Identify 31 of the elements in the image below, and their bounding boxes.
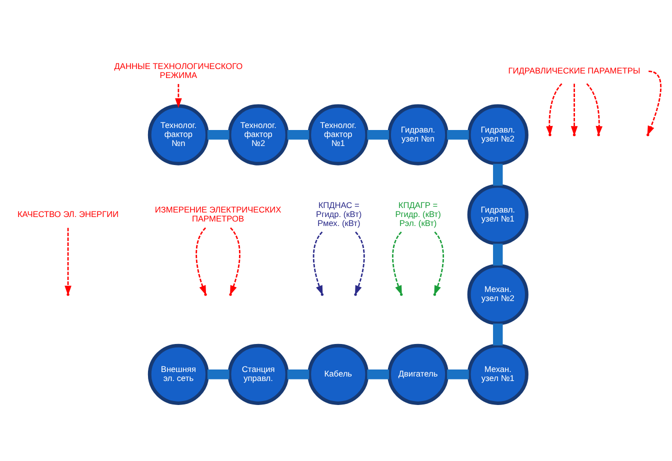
connector xyxy=(207,369,230,379)
node-circle: Гидравл. узел №2 xyxy=(467,104,528,165)
node-text: ГИДРАВЛИЧЕСКИЕ ПАРАМЕТРЫ xyxy=(508,64,640,75)
node-text: КАЧЕСТВО ЭЛ. ЭНЕРГИИ xyxy=(17,208,119,218)
arrow xyxy=(312,231,323,295)
node-circle: Кабель xyxy=(308,343,369,404)
arrow xyxy=(175,83,182,108)
node-text: КПДАГР = Pгидр. (кВт) Pэл. (кВт) xyxy=(395,199,441,228)
connector xyxy=(207,129,230,140)
node-circle: Станция управл. xyxy=(228,343,289,404)
connector xyxy=(367,369,390,379)
connector xyxy=(287,129,310,140)
connector xyxy=(447,369,469,379)
node-circle: Технолог. фактор №2 xyxy=(228,104,289,165)
connector xyxy=(493,243,503,266)
connector xyxy=(287,369,310,379)
node-circle: Внешняя эл. сеть xyxy=(148,343,209,404)
node-text: ИЗМЕРЕНИЕ ЭЛЕКТРИЧЕСКИХ ПАРМЕТРОВ xyxy=(154,204,282,223)
node-circle: Гидравл. узел №n xyxy=(387,104,449,165)
connector xyxy=(493,323,503,345)
connector xyxy=(447,129,469,140)
node-circle: Двигатель xyxy=(387,343,449,404)
connector xyxy=(493,163,503,186)
node-circle: Технолог. фактор №1 xyxy=(308,104,369,165)
node-circle: Механ. узел №1 xyxy=(467,343,528,404)
node-text: КПДНАС = Pгидр. (кВт) Pмех. (кВт) xyxy=(316,199,362,228)
connector xyxy=(367,129,390,140)
node-circle: Механ. узел №2 xyxy=(467,263,528,325)
node-circle: Гидравл. узел №1 xyxy=(467,184,528,245)
node-text: ДАННЫЕ ТЕХНОЛОГИЧЕСКОГО РЕЖИМА xyxy=(114,60,243,80)
node-circle: Технолог. фактор №n xyxy=(148,104,209,165)
